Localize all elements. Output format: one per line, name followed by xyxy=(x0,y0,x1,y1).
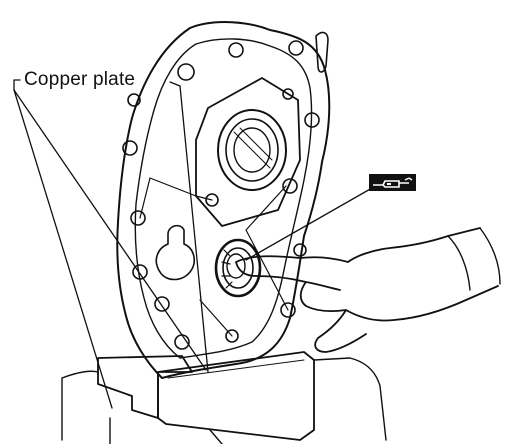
copper-plate-label: Copper plate xyxy=(24,69,136,90)
copper-plates xyxy=(97,351,315,441)
tool-leader-line xyxy=(245,187,373,261)
label-leader-lines xyxy=(13,79,209,409)
bolt-holes xyxy=(122,40,320,350)
casting-ribs xyxy=(139,177,289,337)
oil-seal xyxy=(214,238,262,298)
bearing-retainer-plate xyxy=(195,77,301,227)
case-flange-inner xyxy=(134,38,313,359)
sleeve xyxy=(447,227,501,291)
case-flange-outline xyxy=(116,21,331,379)
vise-fixture xyxy=(61,357,387,444)
technician-hand xyxy=(235,227,499,353)
locating-pin xyxy=(315,31,329,73)
grease-gun-icon xyxy=(369,174,416,191)
main-bearing xyxy=(217,109,287,191)
keyhole-opening xyxy=(155,224,196,281)
